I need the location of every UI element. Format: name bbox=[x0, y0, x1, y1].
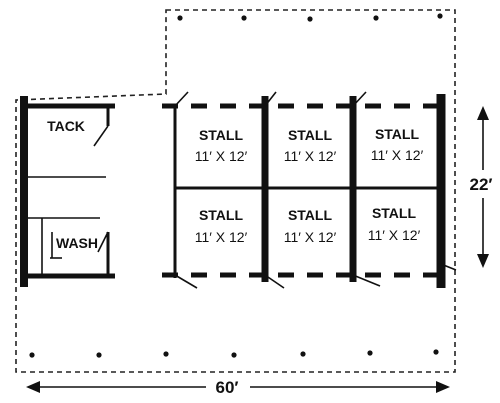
stall-3: STALL 11′ X 12′ bbox=[371, 126, 424, 163]
tack-room-label: TACK bbox=[47, 118, 85, 134]
stall-size: 11′ X 12′ bbox=[284, 229, 337, 245]
post-dots-top bbox=[177, 13, 443, 22]
stall-1: STALL 11′ X 12′ bbox=[195, 127, 248, 164]
stall-label: STALL bbox=[372, 205, 417, 221]
post-dots-bottom bbox=[29, 349, 439, 358]
stall-size: 11′ X 12′ bbox=[368, 227, 421, 243]
stall-size: 11′ X 12′ bbox=[195, 148, 248, 164]
depth-dimension-arrow bbox=[477, 106, 489, 268]
stall-label: STALL bbox=[199, 127, 244, 143]
stall-label: STALL bbox=[375, 126, 420, 142]
wash-room-label: WASH bbox=[56, 235, 98, 251]
stall-6: STALL 11′ X 12′ bbox=[368, 205, 421, 243]
stall-label: STALL bbox=[199, 207, 244, 223]
stall-label: STALL bbox=[288, 127, 333, 143]
stall-size: 11′ X 12′ bbox=[195, 229, 248, 245]
depth-dimension-label: 22′ bbox=[470, 175, 493, 194]
stall-size: 11′ X 12′ bbox=[371, 147, 424, 163]
stall-5: STALL 11′ X 12′ bbox=[284, 207, 337, 245]
width-dimension-arrow bbox=[26, 381, 450, 393]
stall-doors bbox=[174, 91, 457, 289]
stall-label: STALL bbox=[288, 207, 333, 223]
stall-size: 11′ X 12′ bbox=[284, 148, 337, 164]
stall-block-walls bbox=[162, 103, 446, 278]
width-dimension-label: 60′ bbox=[216, 378, 239, 397]
stall-dividers bbox=[173, 94, 446, 288]
stall-2: STALL 11′ X 12′ bbox=[284, 127, 337, 164]
left-block-walls bbox=[20, 96, 115, 287]
outer-dashed-outline bbox=[15, 9, 456, 373]
stall-4: STALL 11′ X 12′ bbox=[195, 207, 248, 245]
